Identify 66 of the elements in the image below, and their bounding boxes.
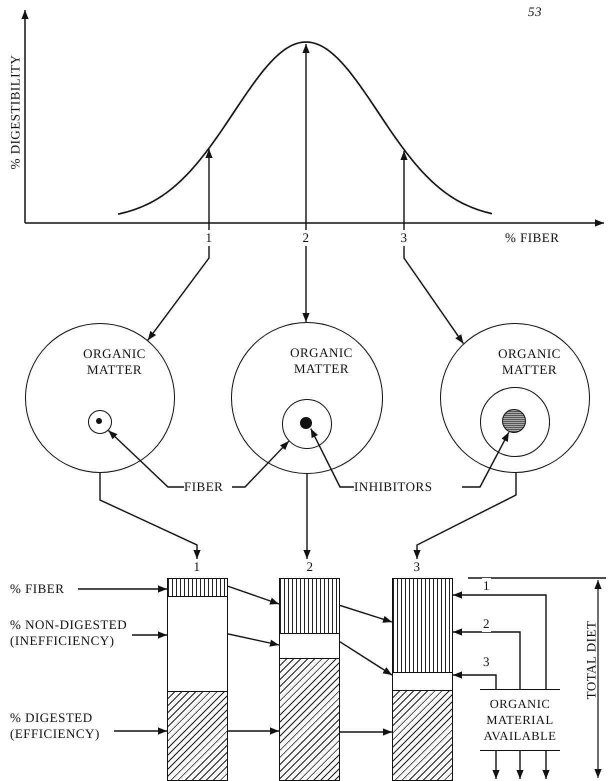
- row-label: % DIGESTED (EFFICIENCY): [10, 710, 114, 744]
- callout-label: FIBER: [184, 479, 232, 495]
- non-digested-segment: [279, 633, 340, 659]
- fiber-ring: [282, 398, 332, 448]
- arrow: [542, 751, 550, 779]
- fiber-segment: [392, 578, 453, 673]
- arrow: [232, 440, 290, 488]
- arrow: [302, 44, 310, 230]
- inhibitor-dot: [96, 418, 102, 424]
- row-label: % NON-DIGESTED (INEFFICIENCY): [10, 617, 132, 651]
- inhibitor-dot: [502, 409, 526, 433]
- arrow: [228, 633, 280, 647]
- arrow: [132, 631, 167, 639]
- arrow: [453, 628, 521, 689]
- arrow: [147, 246, 210, 341]
- arrow: [303, 474, 311, 559]
- fiber-segment: [167, 578, 228, 597]
- inhibitor-dot: [300, 417, 312, 429]
- arrow: [516, 751, 524, 779]
- arrow: [228, 586, 280, 605]
- fiber-ring: [480, 386, 550, 456]
- bar-number: 2: [304, 559, 316, 575]
- callout-label: INHIBITORS: [354, 479, 462, 495]
- arrow: [228, 727, 279, 735]
- circle-label: ORGANIC MATTER: [82, 346, 147, 378]
- arrow: [340, 728, 392, 736]
- digested-segment: [392, 690, 453, 781]
- dimension-label: TOTAL DIET: [583, 620, 600, 700]
- organic-material-label: ORGANIC MATERIAL AVAILABLE: [480, 689, 560, 751]
- fiber-segment: [279, 578, 340, 634]
- arrow: [492, 751, 500, 779]
- arrow: [403, 246, 464, 344]
- arrow: [114, 727, 167, 735]
- arrow: [340, 604, 392, 623]
- organic-matter-circle: [440, 323, 590, 473]
- bar-number: 3: [411, 559, 423, 575]
- arrow: [99, 473, 201, 559]
- arrow: [453, 671, 497, 689]
- axis-tick-label: 2: [300, 230, 312, 246]
- arrow: [310, 428, 354, 488]
- arrow: [453, 591, 547, 689]
- arrow: [413, 473, 517, 559]
- arrow: [302, 246, 310, 322]
- non-digested-segment: [392, 672, 453, 691]
- organic-matter-circle: [231, 322, 383, 474]
- arrow: [340, 641, 392, 676]
- arrow: [78, 585, 167, 593]
- axis-tick-label: 1: [203, 230, 215, 246]
- bar-number: 1: [191, 559, 203, 575]
- axis-title: % FIBER: [505, 230, 560, 246]
- fiber-ring: [88, 410, 112, 434]
- non-digested-segment: [167, 596, 228, 692]
- arrow: [205, 149, 213, 230]
- arrow: [400, 151, 408, 230]
- circle-label: ORGANIC MATTER: [497, 346, 562, 378]
- circle-label: ORGANIC MATTER: [289, 345, 354, 377]
- row-label: % FIBER: [10, 581, 78, 597]
- digested-segment: [167, 691, 228, 781]
- edge-label: 2: [482, 616, 491, 632]
- axis-title: % DIGESTIBILITY: [7, 54, 24, 170]
- arrow: [108, 430, 184, 488]
- page-number: 53: [528, 4, 542, 20]
- axis-tick-label: 3: [398, 230, 410, 246]
- digested-segment: [279, 658, 340, 781]
- arrow: [462, 432, 510, 488]
- organic-matter-circle: [25, 323, 175, 473]
